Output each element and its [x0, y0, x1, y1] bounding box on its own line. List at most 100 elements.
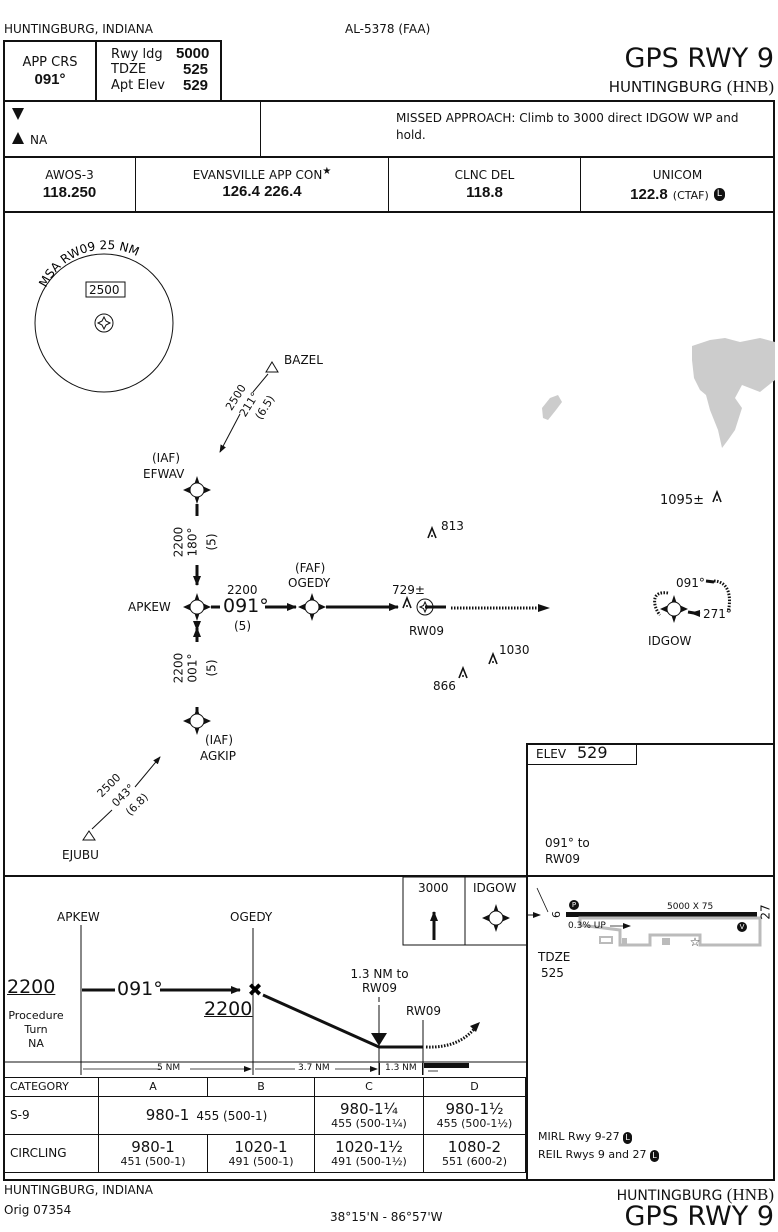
airport-course-note: 091° to: [545, 836, 590, 850]
footer-amendment: Orig 07354: [4, 1203, 72, 1217]
header-cat-d: D: [423, 1077, 526, 1097]
msa-alt-box: [85, 281, 126, 298]
footer-coordinates: 38°15'N - 86°57'W: [330, 1210, 443, 1224]
profile-fix-apkew: APKEW: [57, 910, 100, 924]
comm-clnc-del: CLNC DEL 118.8: [389, 168, 580, 201]
holding-pattern: [713, 579, 731, 613]
vdp-line: 1.3 NM to: [350, 967, 409, 981]
apt-elev-label: Apt Elev: [111, 78, 165, 93]
vdp-line: RW09: [362, 981, 397, 995]
distance-ogedy-vdp: 3.7 NM: [298, 1063, 330, 1073]
leg-apkew-dist: (5): [234, 619, 251, 633]
minimums-table: CATEGORY A B C D S-9 980-1 455 (500-1) 9…: [3, 1077, 526, 1173]
pilot-controlled-lighting-icon: L: [713, 188, 725, 201]
comm-freq: 118.8: [466, 184, 503, 201]
fix-efwav: EFWAV: [143, 467, 185, 481]
runway-9-27: [566, 912, 757, 917]
airport-sketch: [526, 743, 775, 1181]
divider: [95, 41, 97, 100]
alternate-minimums-icon: [12, 132, 24, 144]
vasi-icon: V: [737, 922, 747, 932]
profile-alt-ogedy: 2200: [204, 998, 253, 1020]
divider: [4, 156, 774, 158]
row-label: CIRCLING: [3, 1134, 99, 1173]
header-cat-c: C: [314, 1077, 424, 1097]
divider: [135, 157, 136, 212]
elev-value: 529: [577, 743, 608, 762]
alternate-na: NA: [30, 133, 48, 147]
agkip-role: (IAF): [205, 733, 234, 747]
runway-dimensions: 5000 X 75: [667, 902, 714, 912]
min-value: 980-1: [145, 1105, 190, 1124]
pt-line: Turn: [24, 1023, 48, 1036]
faf-maltese-cross-icon: ✖: [247, 980, 262, 1001]
missed-approach-fix: IDGOW: [473, 881, 517, 895]
comm-freq: 122.8: [630, 186, 668, 203]
min-value: 1020-1½: [335, 1137, 403, 1156]
footer-airport-heading: HUNTINGBURG (HNB): [617, 1186, 774, 1203]
elev-label: ELEV: [536, 747, 567, 761]
leg-agkip-dist: (5): [204, 659, 219, 677]
header-cat-b: B: [207, 1077, 315, 1097]
min-sub: 491 (500-1): [228, 1154, 294, 1168]
comm-name: EVANSVILLE APP CON: [192, 168, 323, 182]
profile-fix-ogedy: OGEDY: [230, 910, 273, 924]
obstacle-729: 729±: [392, 583, 425, 597]
footer-procedure-title: GPS RWY 9: [624, 1201, 774, 1232]
leg-agkip-crs: 001°: [185, 653, 200, 683]
comm-name: AWOS-3: [45, 168, 94, 182]
fix-ogedy: OGEDY: [288, 576, 331, 590]
comm-unicom: UNICOM 122.8 (CTAF) L: [581, 168, 774, 203]
msa-circle: [34, 253, 174, 393]
leg-efwav-dist: (5): [204, 533, 219, 551]
airport-name: HUNTINGBURG: [608, 78, 722, 96]
leg-apkew-crs: 091°: [223, 595, 269, 617]
divider: [260, 101, 261, 156]
msa-center-icon: [94, 313, 114, 333]
pt-line: NA: [28, 1037, 44, 1050]
hold-inbound: 271°: [703, 607, 732, 621]
min-sub: 491 (500-1½): [331, 1154, 407, 1168]
lighting-reil: REIL Rwys 9 and 27 L: [538, 1149, 660, 1162]
divider: [580, 157, 581, 212]
fix-bazel: BAZEL: [284, 353, 323, 367]
fix-rw09: RW09: [409, 624, 444, 638]
runway-end-27: 27: [758, 904, 773, 920]
procedure-turn-note: Procedure Turn NA: [8, 1009, 64, 1051]
pilot-controlled-lighting-icon: L: [623, 1132, 633, 1144]
svg-text:MSA RW09 25 NM: MSA RW09 25 NM: [36, 238, 141, 289]
runway-gradient: 0.3% UP: [568, 921, 606, 931]
leg-efwav-crs: 180°: [185, 527, 200, 557]
profile-rw09: RW09: [406, 1004, 441, 1018]
rwy-ldg-label: Rwy ldg: [111, 47, 163, 62]
part-time-star-icon: ★: [322, 166, 332, 177]
tdze-value: 525: [183, 61, 209, 78]
min-sub: 455 (500-1½): [436, 1116, 513, 1130]
terrain-shading: [692, 338, 775, 448]
obstacle-813: 813: [441, 519, 464, 533]
briefing-box: [3, 40, 222, 101]
vdp-arrow-icon: [371, 1033, 387, 1046]
taxiway: [578, 916, 762, 947]
bazel-fix-icon: [265, 361, 279, 373]
lighting-text: MIRL Rwy 9-27: [538, 1130, 620, 1143]
obstacle-866: 866: [433, 679, 456, 693]
min-sub: 455 (500-1¼): [331, 1116, 407, 1130]
comm-suffix: (CTAF): [672, 189, 709, 202]
min-value: 980-1: [131, 1137, 175, 1156]
holding-pattern: [653, 591, 669, 617]
fix-agkip: AGKIP: [200, 749, 236, 763]
procedure-title: GPS RWY 9: [624, 43, 774, 74]
header-location: HUNTINGBURG, INDIANA: [4, 22, 153, 36]
obstacle-1030: 1030: [499, 643, 530, 657]
obstacle-1095: 1095±: [660, 493, 704, 508]
min-sub: 455 (500-1): [196, 1108, 268, 1123]
airport-tdze-label: TDZE: [538, 950, 571, 964]
